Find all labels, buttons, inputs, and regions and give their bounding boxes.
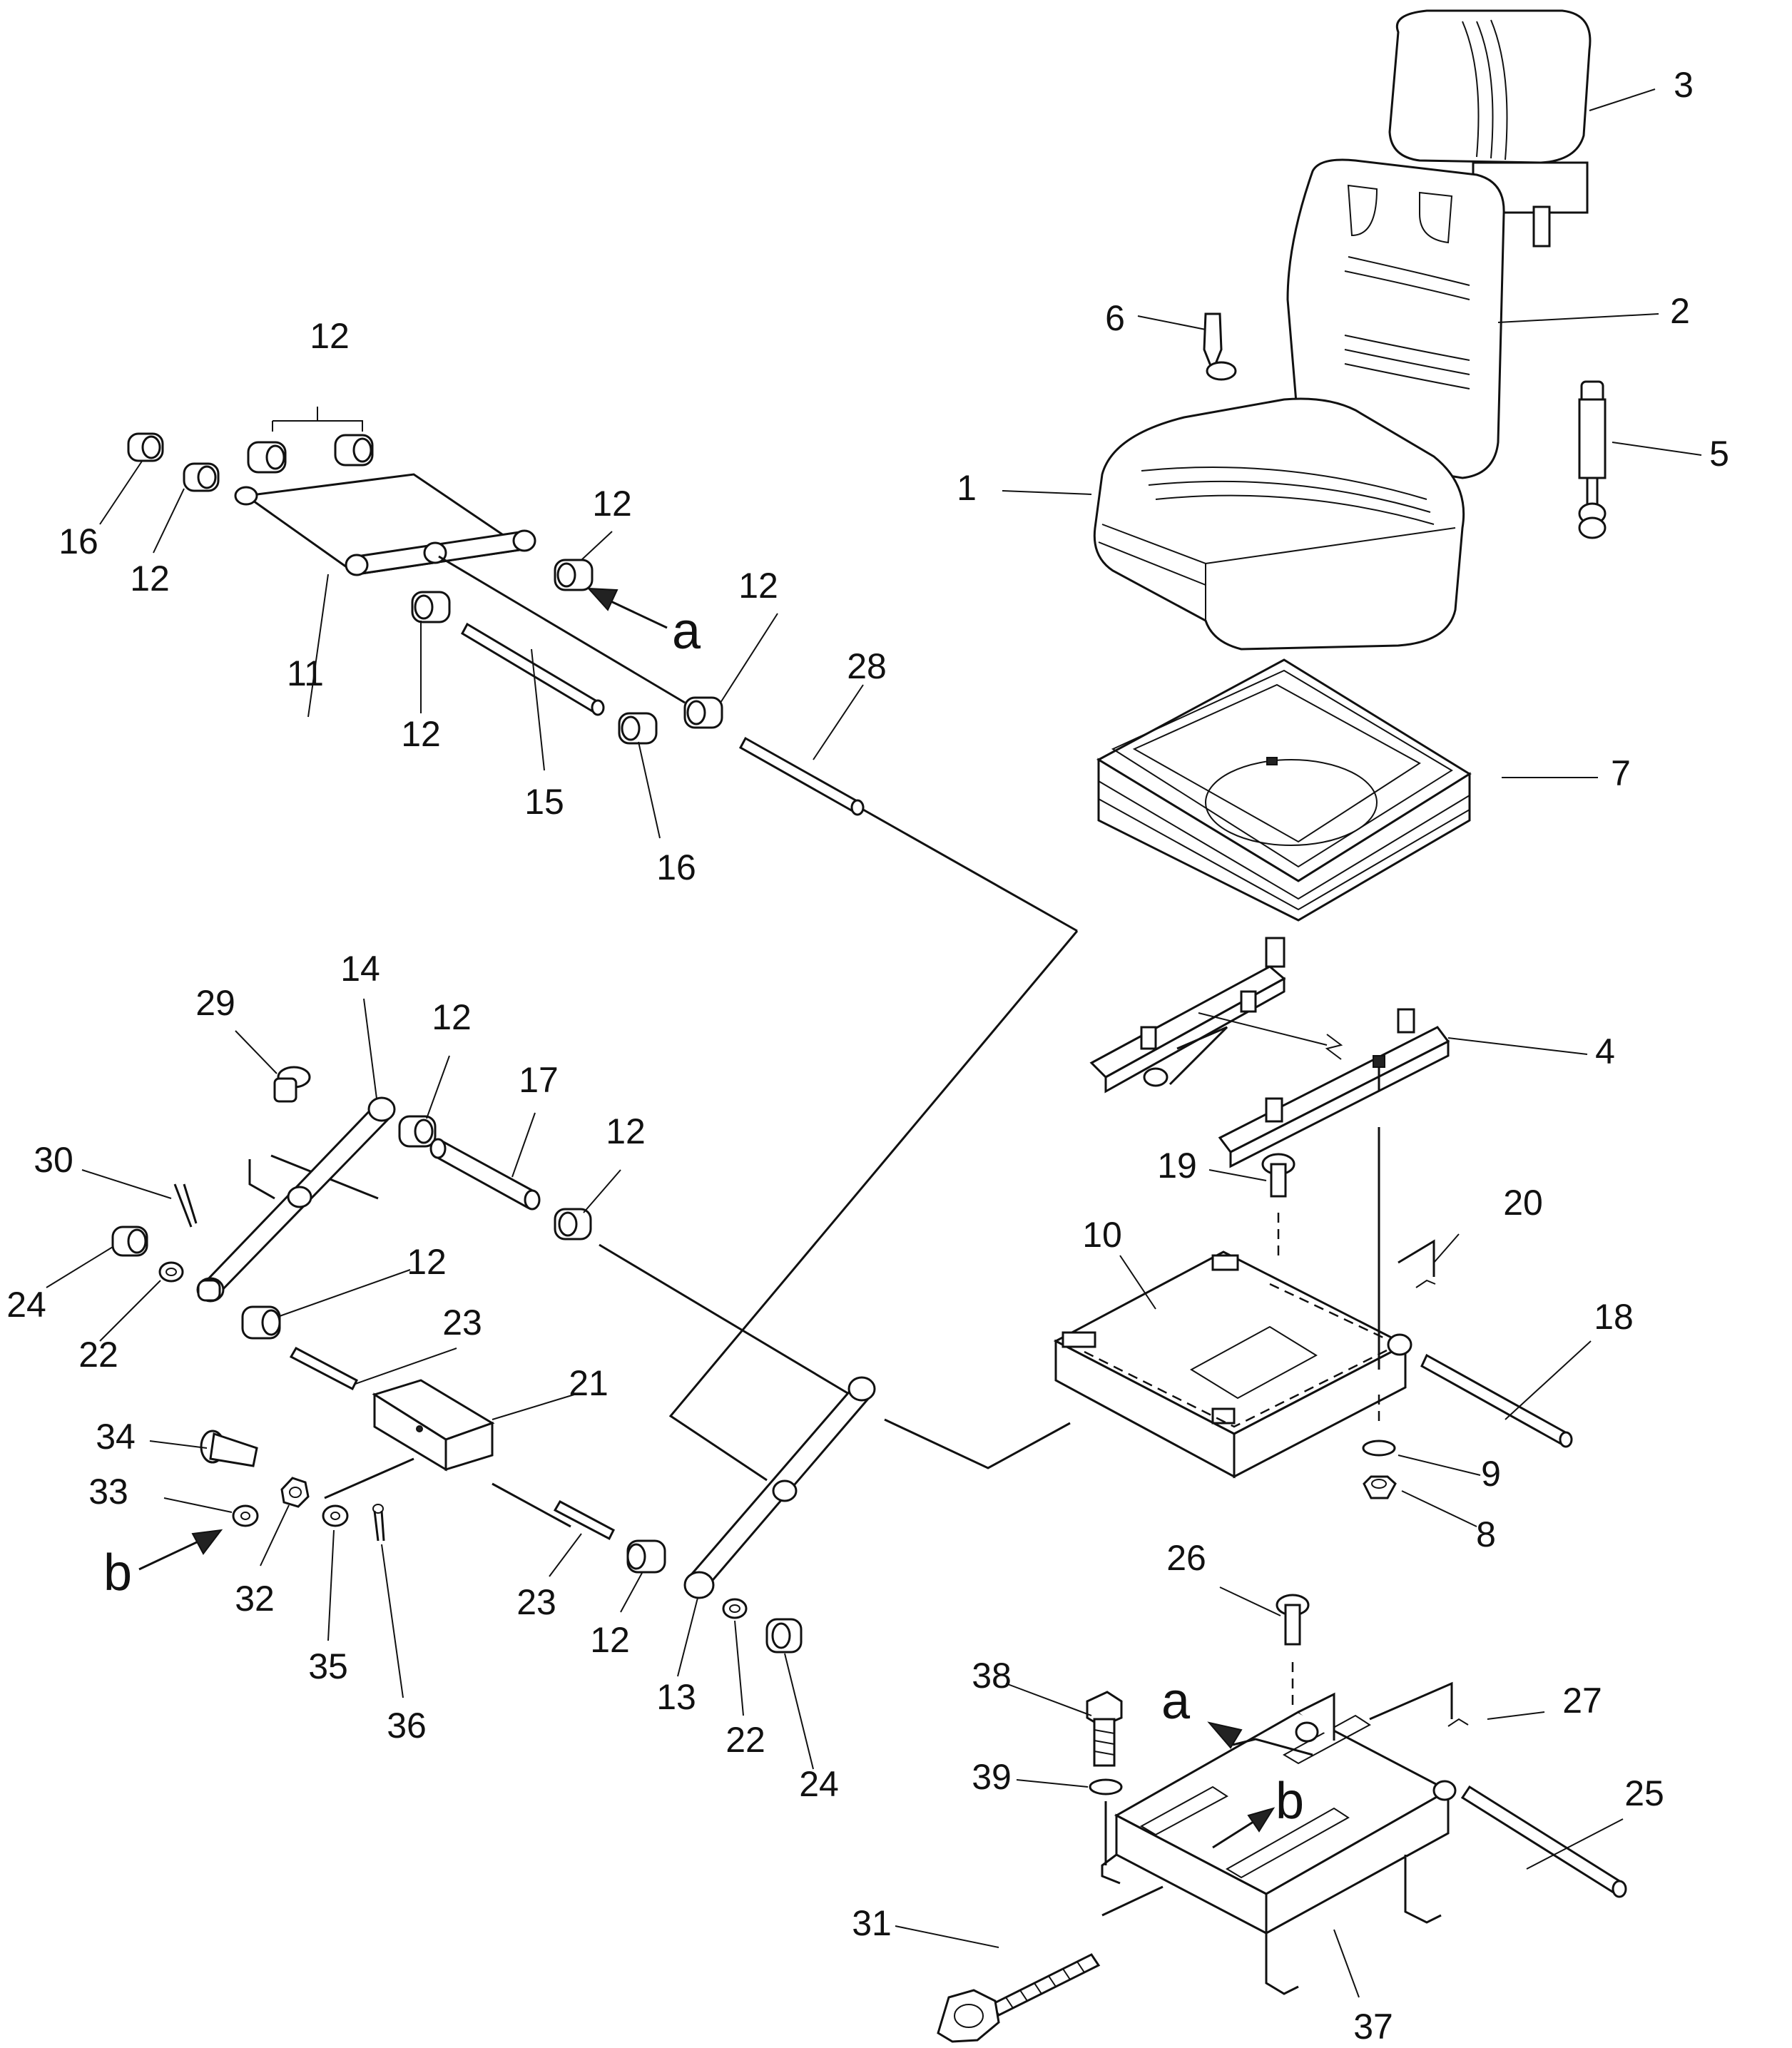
callout-b-base: b — [1276, 1773, 1304, 1830]
callout-28: 28 — [847, 646, 887, 686]
upper-frame — [1053, 1250, 1412, 1479]
leader-lines — [46, 88, 1702, 1998]
scissor-arm-13 — [683, 1376, 876, 1599]
scissor-arm-14 — [196, 1096, 396, 1303]
bushings-group-lower — [111, 1115, 803, 1654]
callout-12-bottom: 12 — [590, 1620, 630, 1660]
callout-7: 7 — [1611, 753, 1631, 793]
bushings-group-upper — [127, 432, 723, 745]
shaft-15 — [460, 622, 605, 716]
washer-and-nut — [1362, 1127, 1397, 1499]
clip-20 — [1398, 1239, 1436, 1288]
callout-2: 2 — [1670, 291, 1690, 331]
callout-12-below: 12 — [401, 714, 441, 754]
link-plate-11 — [234, 473, 536, 576]
callout-17: 17 — [519, 1060, 559, 1100]
callout-26: 26 — [1166, 1538, 1206, 1578]
callout-11: 11 — [287, 653, 324, 693]
callout-8: 8 — [1476, 1514, 1496, 1554]
callout-16-mid: 16 — [656, 847, 696, 887]
callout-24-left: 24 — [6, 1285, 46, 1325]
pin-25 — [1460, 1785, 1627, 1898]
pin-26 — [1276, 1594, 1310, 1705]
callout-12-arm: 12 — [432, 997, 472, 1037]
callout-10: 10 — [1082, 1215, 1122, 1255]
pin-34 — [200, 1430, 258, 1467]
callout-21: 21 — [569, 1363, 609, 1403]
callout-31: 31 — [852, 1903, 892, 1943]
headrest — [1388, 9, 1592, 248]
callout-14: 14 — [340, 949, 380, 989]
callout-29: 29 — [195, 983, 235, 1023]
cotter-36 — [372, 1504, 385, 1542]
base-frame — [1101, 1692, 1457, 1995]
callout-19: 19 — [1157, 1146, 1197, 1186]
callout-12-lower: 12 — [407, 1242, 447, 1282]
callout-25: 25 — [1624, 1773, 1664, 1813]
callout-12-right-a: 12 — [592, 484, 632, 524]
callout-38: 38 — [972, 1656, 1012, 1696]
callout-5: 5 — [1709, 434, 1729, 474]
callout-34: 34 — [96, 1417, 136, 1457]
adjust-screw-31 — [937, 1885, 1164, 2043]
callout-9: 9 — [1481, 1454, 1501, 1494]
callout-33: 33 — [88, 1472, 128, 1512]
lever-knob — [1203, 312, 1237, 381]
pin-19 — [1261, 1153, 1295, 1255]
block-21 — [372, 1379, 495, 1472]
callout-12-far: 12 — [738, 566, 778, 606]
assembly-lines — [248, 555, 1079, 1528]
seat-cushion — [1093, 397, 1465, 651]
callout-a-upper: a — [672, 603, 701, 660]
arrows-left — [138, 587, 668, 1571]
callout-13: 13 — [656, 1677, 696, 1717]
callout-12-group-top: 12 — [310, 316, 350, 356]
callout-20: 20 — [1503, 1183, 1543, 1223]
callout-16-top: 16 — [58, 521, 98, 561]
callout-23-bottom: 23 — [516, 1582, 556, 1622]
base-arrows — [1207, 1721, 1313, 1849]
callout-37: 37 — [1353, 2007, 1393, 2047]
long-pin-18 — [1420, 1353, 1573, 1448]
callout-27: 27 — [1562, 1681, 1602, 1721]
pin-23a — [289, 1347, 358, 1391]
callout-3: 3 — [1674, 65, 1694, 105]
callout-6: 6 — [1105, 298, 1125, 338]
washer-39 — [1089, 1778, 1123, 1865]
callout-12-shaft: 12 — [606, 1111, 646, 1151]
callout-15: 15 — [524, 782, 564, 822]
callout-22-right: 22 — [726, 1720, 765, 1760]
callout-22-left: 22 — [78, 1335, 118, 1375]
callout-30: 30 — [34, 1140, 73, 1180]
shaft-28 — [738, 736, 865, 816]
rails-pin — [1373, 1055, 1385, 1091]
callout-4: 4 — [1595, 1031, 1615, 1071]
shaft-17 — [429, 1138, 541, 1211]
washer-33 — [232, 1504, 259, 1527]
pin-29 — [273, 1066, 311, 1103]
callout-a-base: a — [1161, 1673, 1191, 1730]
callout-23-top: 23 — [442, 1303, 482, 1343]
callout-39: 39 — [972, 1757, 1012, 1797]
nut-32 — [280, 1477, 310, 1508]
gas-spring — [1578, 380, 1607, 539]
callout-b-left: b — [103, 1544, 132, 1601]
callout-12-left: 12 — [130, 559, 170, 598]
seat-rails — [1089, 937, 1450, 1168]
backrest — [1286, 158, 1505, 479]
callout-36: 36 — [387, 1706, 427, 1746]
callout-1: 1 — [957, 468, 977, 508]
callout-32: 32 — [235, 1579, 275, 1619]
clip-27 — [1369, 1681, 1469, 1727]
cotter-30 — [173, 1183, 198, 1228]
callout-labels: 3 2 6 5 1 7 4 19 10 20 18 9 8 26 38 a 27… — [6, 65, 1729, 2047]
callout-35: 35 — [308, 1646, 348, 1686]
suspension-bellows — [1096, 658, 1472, 922]
washer-35 — [322, 1504, 349, 1527]
pin-23b — [553, 1499, 615, 1541]
bolt-38 — [1086, 1691, 1123, 1767]
callout-24-right: 24 — [799, 1764, 839, 1804]
callout-18: 18 — [1594, 1297, 1634, 1337]
